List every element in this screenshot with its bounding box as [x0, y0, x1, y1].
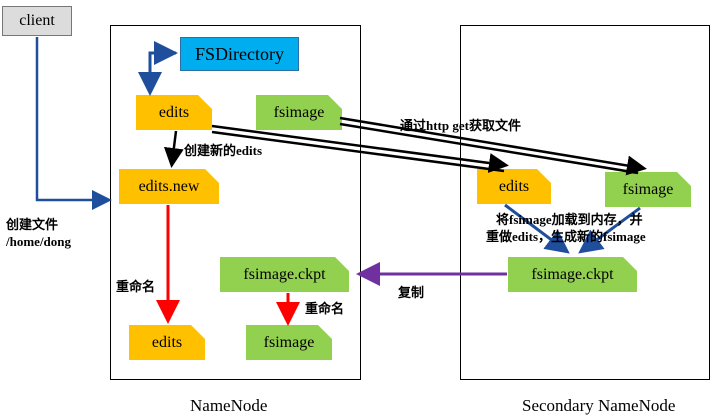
fsdirectory-box: FSDirectory	[180, 37, 299, 71]
label-load-redo: 将fsimage加载到内存，并 重做edits，生成新的fsimage	[486, 211, 646, 245]
fsimage-secondary-label: fsimage	[622, 180, 674, 198]
arrow-fsimage-to-secondary-fsimage-1	[339, 116, 647, 176]
label-create-new-edits: 创建新的edits	[184, 142, 262, 159]
label-create-new-edits-text: 创建新的edits	[184, 143, 263, 158]
fsimage-bottom-label: fsimage	[263, 333, 315, 351]
edits-box-bottom: edits	[129, 325, 205, 360]
caption-secondary-namenode: Secondary NameNode	[522, 396, 675, 416]
label-load-line2: 重做edits，生成新的fsimage	[486, 229, 646, 244]
caption-secondary-namenode-text: Secondary NameNode	[522, 396, 676, 415]
edits-bottom-label: edits	[151, 333, 183, 351]
arrow-edits-to-secondary-edits-1	[211, 124, 509, 173]
fsimage-box-bottom: fsimage	[246, 325, 332, 360]
client-label: client	[19, 12, 55, 29]
arrow-secondary-fsimage-to-ckpt	[578, 206, 641, 254]
arrow-fsdirectory-to-edits	[138, 51, 176, 96]
fsdirectory-label: FSDirectory	[195, 43, 284, 64]
label-copy-text: 复制	[398, 285, 425, 300]
arrow-secondary-edits-to-ckpt	[504, 203, 570, 254]
arrow-edits-to-fsdirectory	[148, 41, 178, 88]
label-http-get-text: 通过http get获取文件	[400, 118, 521, 133]
label-create-file-line1: 创建文件	[6, 217, 59, 232]
client-box: client	[2, 6, 72, 36]
fsimage-ckpt-box-secondary: fsimage.ckpt	[508, 257, 637, 292]
edits-top-label: edits	[158, 103, 190, 121]
arrow-client-to-edits-new	[35, 37, 112, 210]
caption-namenode-text: NameNode	[190, 396, 268, 415]
label-load-line1: 将fsimage加载到内存，并	[496, 212, 643, 227]
label-copy: 复制	[398, 284, 424, 301]
arrow-edits-to-edits-new	[163, 130, 184, 168]
arrow-fsimage-to-secondary-fsimage-2	[339, 122, 639, 175]
fsimage-ckpt-box-namenode: fsimage.ckpt	[220, 257, 349, 292]
edits-secondary-label: edits	[498, 177, 530, 195]
fsimage-box-secondary: fsimage	[605, 172, 691, 207]
label-rename-left: 重命名	[116, 278, 155, 295]
edits-box-secondary: edits	[477, 169, 551, 204]
fsimage-ckpt-namenode-label: fsimage.ckpt	[243, 265, 326, 283]
fsimage-ckpt-secondary-label: fsimage.ckpt	[531, 265, 614, 283]
fsimage-top-label: fsimage	[273, 103, 325, 121]
label-create-file: 创建文件 /home/dong	[6, 216, 71, 250]
label-rename-right: 重命名	[305, 300, 344, 317]
edits-box-top: edits	[136, 95, 212, 130]
edits-new-label: edits.new	[138, 177, 200, 195]
label-rename-right-text: 重命名	[305, 301, 345, 316]
caption-namenode: NameNode	[190, 396, 267, 416]
arrow-edits-to-secondary-edits-2	[211, 130, 505, 173]
label-create-file-line2: /home/dong	[6, 234, 72, 249]
label-http-get: 通过http get获取文件	[400, 117, 521, 134]
label-rename-left-text: 重命名	[116, 279, 156, 294]
fsimage-box-top: fsimage	[256, 95, 342, 130]
edits-new-box: edits.new	[119, 169, 219, 204]
